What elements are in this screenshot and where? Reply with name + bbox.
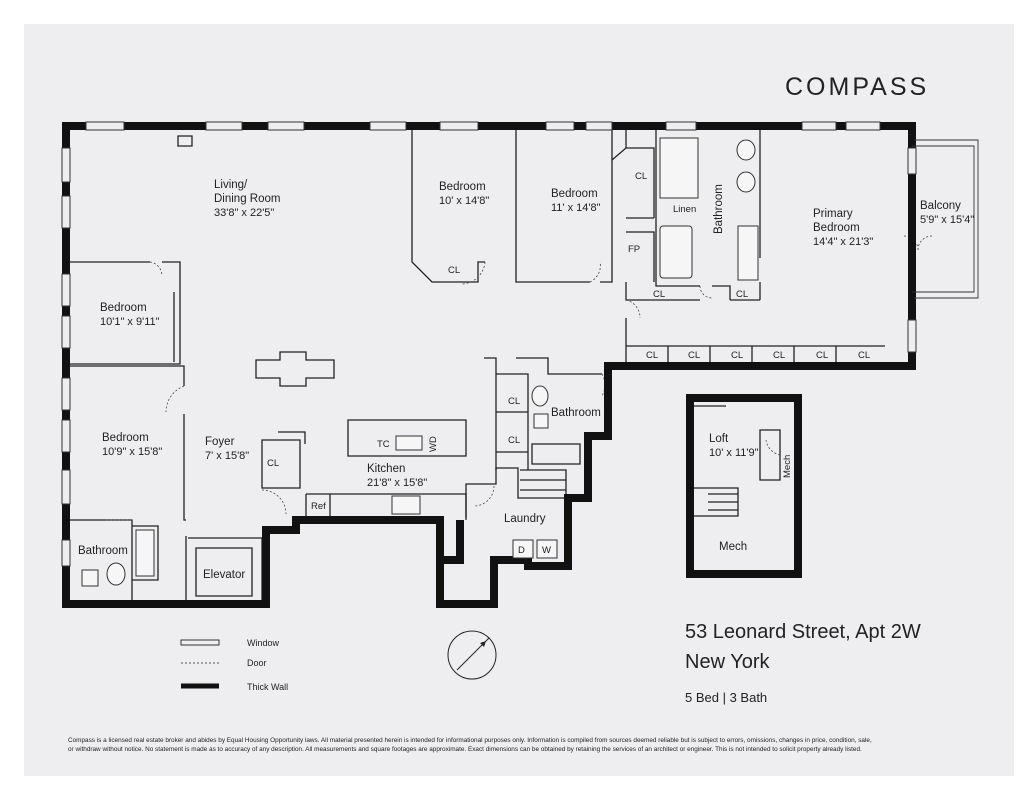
bathroom-mid-name: Bathroom [551,407,601,419]
legend-window-label: Window [247,638,280,648]
foyer-dim: 7' x 15'8" [205,450,249,462]
legend-window-swatch [180,639,220,646]
range [391,495,421,515]
north-arrow-icon [447,630,497,680]
vanity-primary [737,225,759,281]
floor-plan-drawing: COMPASS [61,73,979,753]
fp-label: FP [628,244,640,255]
primary-name-2: Bedroom [813,222,860,234]
thick-walls [62,122,916,608]
legend: Window Door Thick Wall [180,638,288,692]
floor-plan-sheet: COMPASS [24,24,1014,776]
kitchen-name: Kitchen [367,463,405,475]
laundry-name: Laundry [504,513,546,525]
cl-label: CL [448,265,460,276]
disclaimer-line-1: Compass is a licensed real estate broker… [68,737,872,744]
fixtures [81,137,759,587]
windows [61,121,917,567]
living-dim: 33'8" x 22'5" [214,207,274,219]
balcony-name: Balcony [920,200,961,212]
listing-summary: 5 Bed | 3 Bath [685,690,767,705]
tc-label: TC [377,439,390,450]
kitchen-sink [395,435,423,451]
elevator-name: Elevator [203,569,245,581]
bathroom-primary-name: Bathroom [713,184,725,234]
listing-info: 53 Leonard Street, Apt 2W New York 5 Bed… [685,621,921,705]
balcony-outline [914,139,979,299]
legend-thickwall-label: Thick Wall [247,682,288,692]
bedroom-c-dim: 10'1" x 9'11" [100,316,160,328]
primary-name-1: Primary [813,208,853,220]
toilet-primary-2 [736,171,756,193]
mech-small-label: Mech [782,455,793,478]
kitchen-dim: 21'8" x 15'8" [367,477,427,489]
fixture-labels: CL CL CL CL CL CL CL CL CL CL CL CL CL L… [267,171,870,559]
dryer-box [512,539,534,559]
living-name-2: Dining Room [214,193,280,205]
cl-label: CL [858,350,870,361]
washer-label: W [542,545,551,556]
dryer-label: D [518,545,525,556]
living-name-1: Living/ [214,179,248,191]
cl-label: CL [508,435,520,446]
cl-label: CL [508,396,520,407]
logo-text: COMPASS [785,73,929,101]
linen-label: Linen [673,204,696,215]
cl-label: CL [688,350,700,361]
primary-dim: 14'4" x 21'3" [813,236,873,248]
bathroom-left-name: Bathroom [78,545,128,557]
mech-room-name: Mech [719,541,747,553]
toilet-primary-1 [736,139,756,161]
disclaimer-line-2: or withdraw without notice. No statement… [68,746,862,753]
doors [106,235,933,521]
bedroom-c-name: Bedroom [100,302,147,314]
washer-box [536,539,558,559]
cl-label: CL [646,350,658,361]
bedroom-d-dim: 10'9" x 15'8" [102,446,162,458]
tub-primary [659,137,699,199]
bedroom-b-dim: 11' x 14'8" [551,202,601,214]
cl-label: CL [731,350,743,361]
toilet-mid [531,385,549,407]
bedroom-b-name: Bedroom [551,188,598,200]
listing-city: New York [685,651,770,673]
cl-label: CL [736,289,748,300]
listing-address: 53 Leonard Street, Apt 2W [685,621,921,643]
disclaimer: Compass is a licensed real estate broker… [68,737,872,753]
cl-label: CL [773,350,785,361]
interior-walls [66,126,885,604]
ref-label: Ref [311,501,326,512]
balcony-railing [912,145,975,293]
cl-label: CL [267,458,279,469]
cl-label: CL [816,350,828,361]
sink-left [81,569,99,587]
balcony-dim: 5'9" x 15'4" [920,214,974,226]
cl-label: CL [653,289,665,300]
bathtub-primary [659,225,693,279]
bedroom-d-name: Bedroom [102,432,149,444]
bathtub-left [135,529,155,577]
loft-dim: 10' x 11'9" [709,447,759,459]
legend-door-label: Door [247,658,267,668]
room-labels: Living/ Dining Room 33'8" x 22'5" Bedroo… [78,179,974,581]
wd-label: WD [428,436,439,452]
compass-logo: COMPASS [785,73,929,101]
sink-mid [533,413,549,429]
bedroom-a-dim: 10' x 14'8" [439,195,489,207]
foyer-name: Foyer [205,436,235,448]
loft-name: Loft [709,433,729,445]
bedroom-a-name: Bedroom [439,181,486,193]
toilet-left [106,562,126,586]
cl-label: CL [635,171,647,182]
